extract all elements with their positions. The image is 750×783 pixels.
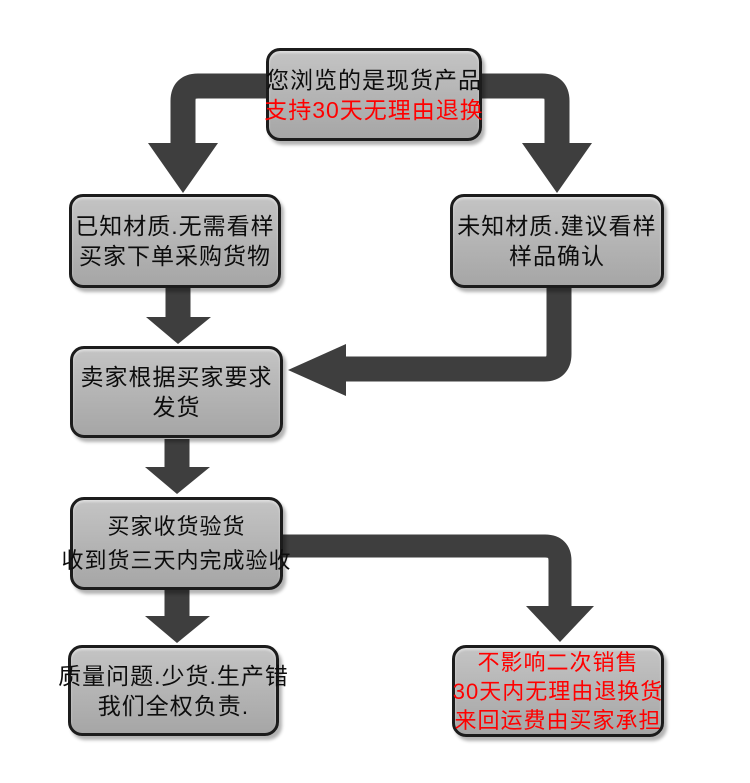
arrow-ship-to-inspect (145, 439, 210, 494)
node-line: 买家下单采购货物 (79, 243, 271, 269)
arrow-inspect-to-quality (145, 590, 210, 643)
arrow-down-head (146, 317, 211, 344)
node-line: 我们全权负责. (97, 692, 250, 719)
arrow-down-head (522, 143, 592, 193)
arrow-unknown-to-ship (288, 288, 572, 396)
node-buyer-inspect: 买家收货验货 收到货三天内完成验收 (62, 497, 291, 590)
node-line: 发货 (152, 394, 201, 420)
node-line-highlight: 不影响二次销售 (477, 649, 639, 675)
arrow-known-to-ship (146, 288, 211, 344)
node-line-highlight: 30天内无理由退换货 (452, 678, 664, 704)
arrow-down-head (148, 143, 218, 193)
node-line-highlight: 来回运费由买家承担 (454, 707, 662, 733)
arrow-down-head (526, 606, 594, 642)
arrow-shaft (482, 73, 570, 146)
node-line: 买家收货验货 (107, 513, 246, 539)
node-line-highlight: 支持30天无理由退换 (264, 96, 484, 123)
node-line: 您浏览的是现货产品 (266, 66, 482, 93)
arrow-shaft (283, 534, 572, 608)
arrow-browse-to-unknown (482, 73, 592, 193)
node-line: 样品确认 (509, 243, 605, 269)
arrow-down-head (145, 616, 210, 643)
node-line: 收到货三天内完成验收 (61, 547, 292, 573)
node-line: 卖家根据买家要求 (80, 364, 273, 390)
arrow-browse-to-known (148, 73, 266, 193)
arrow-shaft (170, 73, 266, 146)
node-line: 质量问题.少货.生产错 (58, 662, 289, 689)
node-unknown-material: 未知材质.建议看样 样品确认 (450, 194, 664, 288)
node-line: 已知材质.无需看样 (75, 213, 275, 239)
node-seller-ship: 卖家根据买家要求 发货 (70, 346, 283, 438)
node-known-material: 已知材质.无需看样 买家下单采购货物 (69, 194, 281, 288)
arrow-down-head (145, 467, 210, 494)
node-return-policy: 不影响二次销售 30天内无理由退换货 来回运费由买家承担 (452, 645, 664, 737)
node-browse-product: 您浏览的是现货产品 支持30天无理由退换 (264, 48, 484, 141)
node-line: 未知材质.建议看样 (457, 213, 657, 239)
arrow-inspect-to-return (283, 534, 594, 642)
arrow-left-head (288, 344, 346, 396)
arrow-shaft (346, 288, 572, 382)
node-quality-issue: 质量问题.少货.生产错 我们全权负责. (58, 645, 288, 736)
